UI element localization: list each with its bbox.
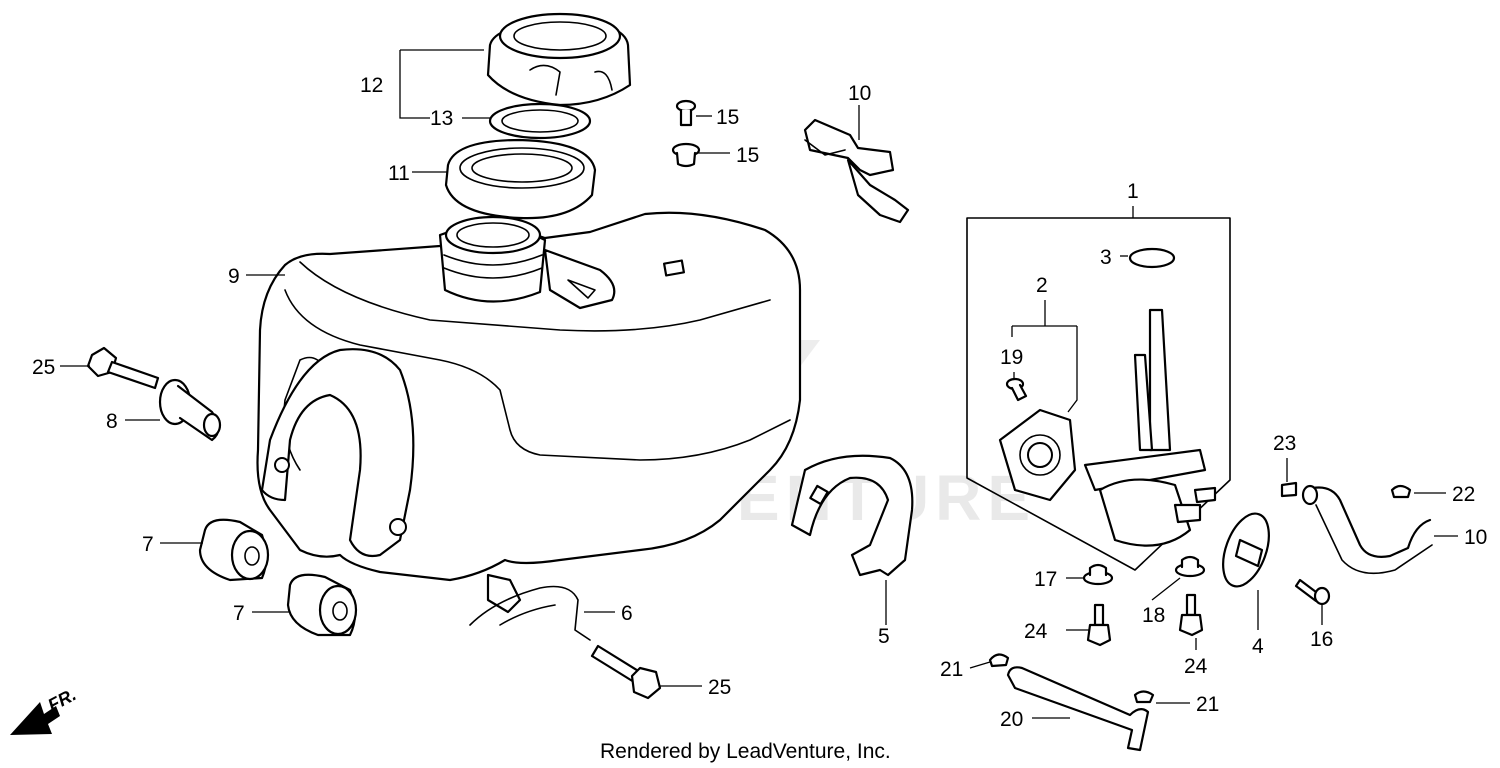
callout-17: 15 <box>716 106 739 129</box>
bolt-17[interactable] <box>675 99 697 127</box>
callout-labels: 12 13 11 9 25 8 7 7 6 25 15 15 10 5 1 3 … <box>32 74 1487 731</box>
screw-18[interactable] <box>1294 578 1331 606</box>
filler-ring[interactable] <box>444 138 597 220</box>
callout-4: 4 <box>1252 635 1264 658</box>
fuel-valve[interactable] <box>1083 308 1217 547</box>
callout-16: 15 <box>736 144 759 167</box>
filler-cap[interactable] <box>486 12 632 107</box>
callout-10: 10 <box>1464 526 1487 549</box>
callout-15-right: 18 <box>1142 604 1165 627</box>
callout-21-right: 21 <box>1196 693 1219 716</box>
callout-18: 16 <box>1310 628 1333 651</box>
fuel-hose-10[interactable] <box>1301 484 1433 575</box>
collar-16[interactable] <box>671 142 701 168</box>
footer-credit: Rendered by LeadVenture, Inc. <box>600 740 891 763</box>
clip-21-right[interactable] <box>1133 690 1155 704</box>
washer-15-right[interactable] <box>1174 555 1206 578</box>
rubber-mount-lower[interactable] <box>286 573 358 637</box>
rubber-mount-upper[interactable] <box>198 518 270 582</box>
cock-knob-4[interactable] <box>1214 507 1278 592</box>
callout-3: 3 <box>1100 246 1112 269</box>
leader-lines <box>60 49 1458 719</box>
callout-12: 11 <box>388 162 410 185</box>
callout-21-left: 21 <box>940 658 963 681</box>
screw-19[interactable] <box>1005 377 1028 402</box>
callout-24-left: 24 <box>1024 620 1048 643</box>
washer-15-left[interactable] <box>1082 563 1114 586</box>
bolt-25-lower[interactable] <box>590 644 662 700</box>
callout-2: 2 <box>1036 274 1048 297</box>
callout-22: 22 <box>1452 483 1475 506</box>
clip-23[interactable] <box>1280 481 1298 498</box>
callout-11: 10 <box>848 82 871 105</box>
callout-25-lower: 25 <box>708 676 731 699</box>
clip-21-left[interactable] <box>988 653 1010 668</box>
callout-13: 12 <box>360 74 383 97</box>
callout-25-upper: 25 <box>32 356 55 379</box>
bolt-24-left[interactable] <box>1086 603 1112 647</box>
bolt-24-right[interactable] <box>1178 593 1204 637</box>
bolt-25-upper[interactable] <box>86 346 160 390</box>
clip-6[interactable] <box>469 573 591 641</box>
heat-guard[interactable] <box>790 454 914 577</box>
callout-20: 20 <box>1000 708 1023 731</box>
fuel-tank[interactable] <box>256 211 802 582</box>
tank-band[interactable] <box>803 118 910 224</box>
collar-8[interactable] <box>158 378 222 442</box>
cap-gasket[interactable] <box>488 102 592 140</box>
clip-22[interactable] <box>1390 484 1412 499</box>
callout-24-right: 24 <box>1184 655 1208 678</box>
callout-14: 13 <box>430 107 453 130</box>
callout-7-upper: 7 <box>142 533 154 556</box>
valve-plate[interactable] <box>998 408 1077 502</box>
callout-19: 19 <box>1000 346 1023 369</box>
callout-9: 9 <box>228 265 240 288</box>
callout-6: 6 <box>621 602 633 625</box>
o-ring-3[interactable] <box>1128 247 1176 269</box>
callout-8: 8 <box>106 410 118 433</box>
callout-7-lower: 7 <box>233 602 245 625</box>
front-direction-indicator: FR. <box>10 684 79 735</box>
callout-1: 1 <box>1127 180 1139 203</box>
callout-23: 23 <box>1273 432 1296 455</box>
fuel-hose-20[interactable] <box>1006 666 1150 752</box>
callout-5: 5 <box>878 625 890 648</box>
callout-15-left: 17 <box>1034 568 1057 591</box>
